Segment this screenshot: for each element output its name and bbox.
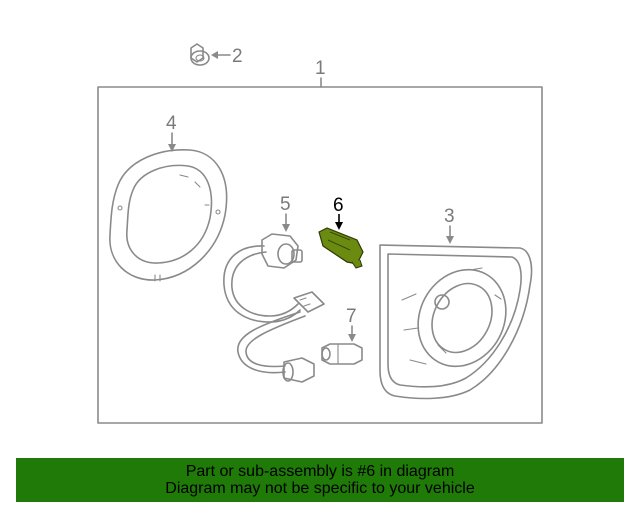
callout-2: 2 <box>232 46 243 67</box>
parts-diagram: 2 1 4 5 6 7 <box>97 43 543 424</box>
callout-7: 7 <box>346 306 357 327</box>
callout-6: 6 <box>333 195 344 216</box>
callout-3: 3 <box>444 206 455 227</box>
part-3-lamp-housing <box>379 225 533 400</box>
part-4-gasket <box>109 132 228 282</box>
assembly-frame <box>97 86 543 424</box>
part-6-bulb <box>318 214 364 269</box>
banner-line-2: Diagram may not be specific to your vehi… <box>165 480 475 497</box>
callout-5: 5 <box>280 194 291 215</box>
banner-line-1: Part or sub-assembly is #6 in diagram <box>185 463 455 480</box>
callout-1: 1 <box>315 58 326 79</box>
part-info-banner: Part or sub-assembly is #6 in diagram Di… <box>16 458 624 502</box>
part-2-clip <box>190 43 231 66</box>
part-5-socket-harness <box>223 213 325 383</box>
part-7-bulb <box>321 325 363 365</box>
callout-4: 4 <box>166 113 177 134</box>
